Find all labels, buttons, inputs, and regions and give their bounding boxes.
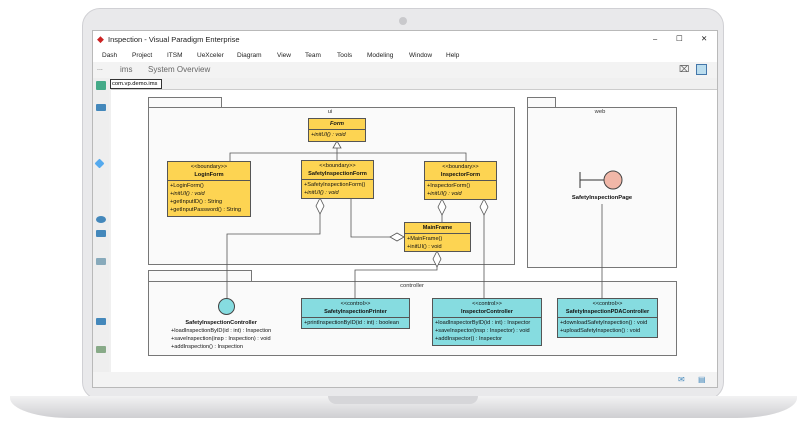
aggregation-line: [350, 198, 390, 238]
class-form[interactable]: Form +initUI() : void: [308, 118, 366, 142]
aggregation-diamond: [389, 232, 405, 242]
aggregation-diamond: [315, 197, 325, 215]
controller-package-label: controller: [400, 283, 424, 289]
app-logo-icon: ◆: [97, 34, 104, 44]
aggregation-diamond: [437, 198, 447, 216]
aggregation-diamond: [479, 198, 489, 216]
note-tool-icon[interactable]: [96, 258, 106, 265]
web-package-label: web: [594, 109, 606, 115]
menu-modeling[interactable]: Modeling: [367, 52, 394, 59]
document-icon[interactable]: ▤: [698, 375, 706, 384]
class-tool-icon[interactable]: [96, 104, 106, 111]
title-bar: ◆ Inspection - Visual Paradigm Enterpris…: [93, 31, 717, 48]
menu-diagram[interactable]: Diagram: [237, 52, 262, 59]
breadcrumb-more[interactable]: ...: [97, 65, 103, 72]
aggregation-line: [354, 267, 438, 298]
menu-dash[interactable]: Dash: [102, 52, 118, 59]
generalization-line: [229, 152, 467, 161]
control-icon[interactable]: [218, 298, 235, 315]
panel-icon[interactable]: [696, 64, 707, 75]
breadcrumb-ims[interactable]: ims: [120, 65, 133, 74]
minimize-button[interactable]: –: [653, 34, 658, 43]
menu-team[interactable]: Team: [305, 52, 321, 59]
class-safety-inspection-controller[interactable]: SafetyInspectionController +loadInspecti…: [171, 320, 272, 350]
ui-package-label: ui: [327, 109, 333, 115]
maximize-button[interactable]: ☐: [676, 34, 683, 43]
camera: [399, 17, 407, 25]
class-safety-inspection-printer[interactable]: <<control>>SafetyInspectionPrinter +prin…: [301, 298, 410, 329]
menu-help[interactable]: Help: [446, 52, 460, 59]
class-inspector-form[interactable]: <<boundary>>InspectorForm +InspectorForm…: [424, 161, 497, 200]
laptop-notch: [328, 396, 478, 404]
mail-icon[interactable]: ✉: [678, 375, 685, 384]
class-safety-inspection-form[interactable]: <<boundary>>SafetyInspectionForm +Safety…: [301, 160, 374, 199]
menu-project[interactable]: Project: [132, 52, 153, 59]
class-login-form[interactable]: <<boundary>>LoginForm +LoginForm()+initU…: [167, 161, 251, 217]
image-tool-icon[interactable]: [96, 346, 106, 353]
class-safety-inspection-pda-controller[interactable]: <<control>>SafetyInspectionPDAController…: [557, 298, 658, 338]
aggregation-line: [226, 214, 321, 298]
boundary-icon[interactable]: [575, 168, 625, 193]
window-title: Inspection - Visual Paradigm Enterprise: [108, 35, 240, 44]
select-tool-icon[interactable]: [96, 81, 106, 90]
fit-icon[interactable]: ⌧: [679, 64, 690, 74]
menu-view[interactable]: View: [277, 52, 291, 59]
breadcrumb: ... ims System Overview ⌧: [93, 62, 717, 78]
class-main-frame[interactable]: MainFrame +MainFrame()+initUI() : void: [404, 222, 471, 252]
aggregation-diamond: [432, 250, 442, 268]
class-inspector-controller[interactable]: <<control>>InspectorController +loadInsp…: [432, 298, 542, 346]
diagram-toolbar: [93, 78, 109, 372]
safety-inspection-page-label: SafetyInspectionPage: [571, 195, 633, 201]
menu-uexceler[interactable]: UeXceler: [197, 52, 224, 59]
ellipse-tool-icon[interactable]: [96, 216, 106, 223]
breadcrumb-system-overview[interactable]: System Overview: [148, 65, 211, 74]
package-tool-icon[interactable]: [96, 230, 106, 237]
menu-bar: Dash Project ITSM UeXceler Diagram View …: [93, 48, 717, 62]
frame-tool-icon[interactable]: [96, 318, 106, 325]
menu-window[interactable]: Window: [409, 52, 433, 59]
package-field[interactable]: com.vp.demo.ims: [110, 79, 162, 89]
generalization-arrow: [332, 140, 342, 149]
laptop-base: [10, 396, 797, 418]
status-bar: ✉ ▤: [93, 372, 717, 387]
menu-tools[interactable]: Tools: [337, 52, 353, 59]
close-button[interactable]: ✕: [701, 34, 708, 43]
menu-itsm[interactable]: ITSM: [167, 52, 183, 59]
